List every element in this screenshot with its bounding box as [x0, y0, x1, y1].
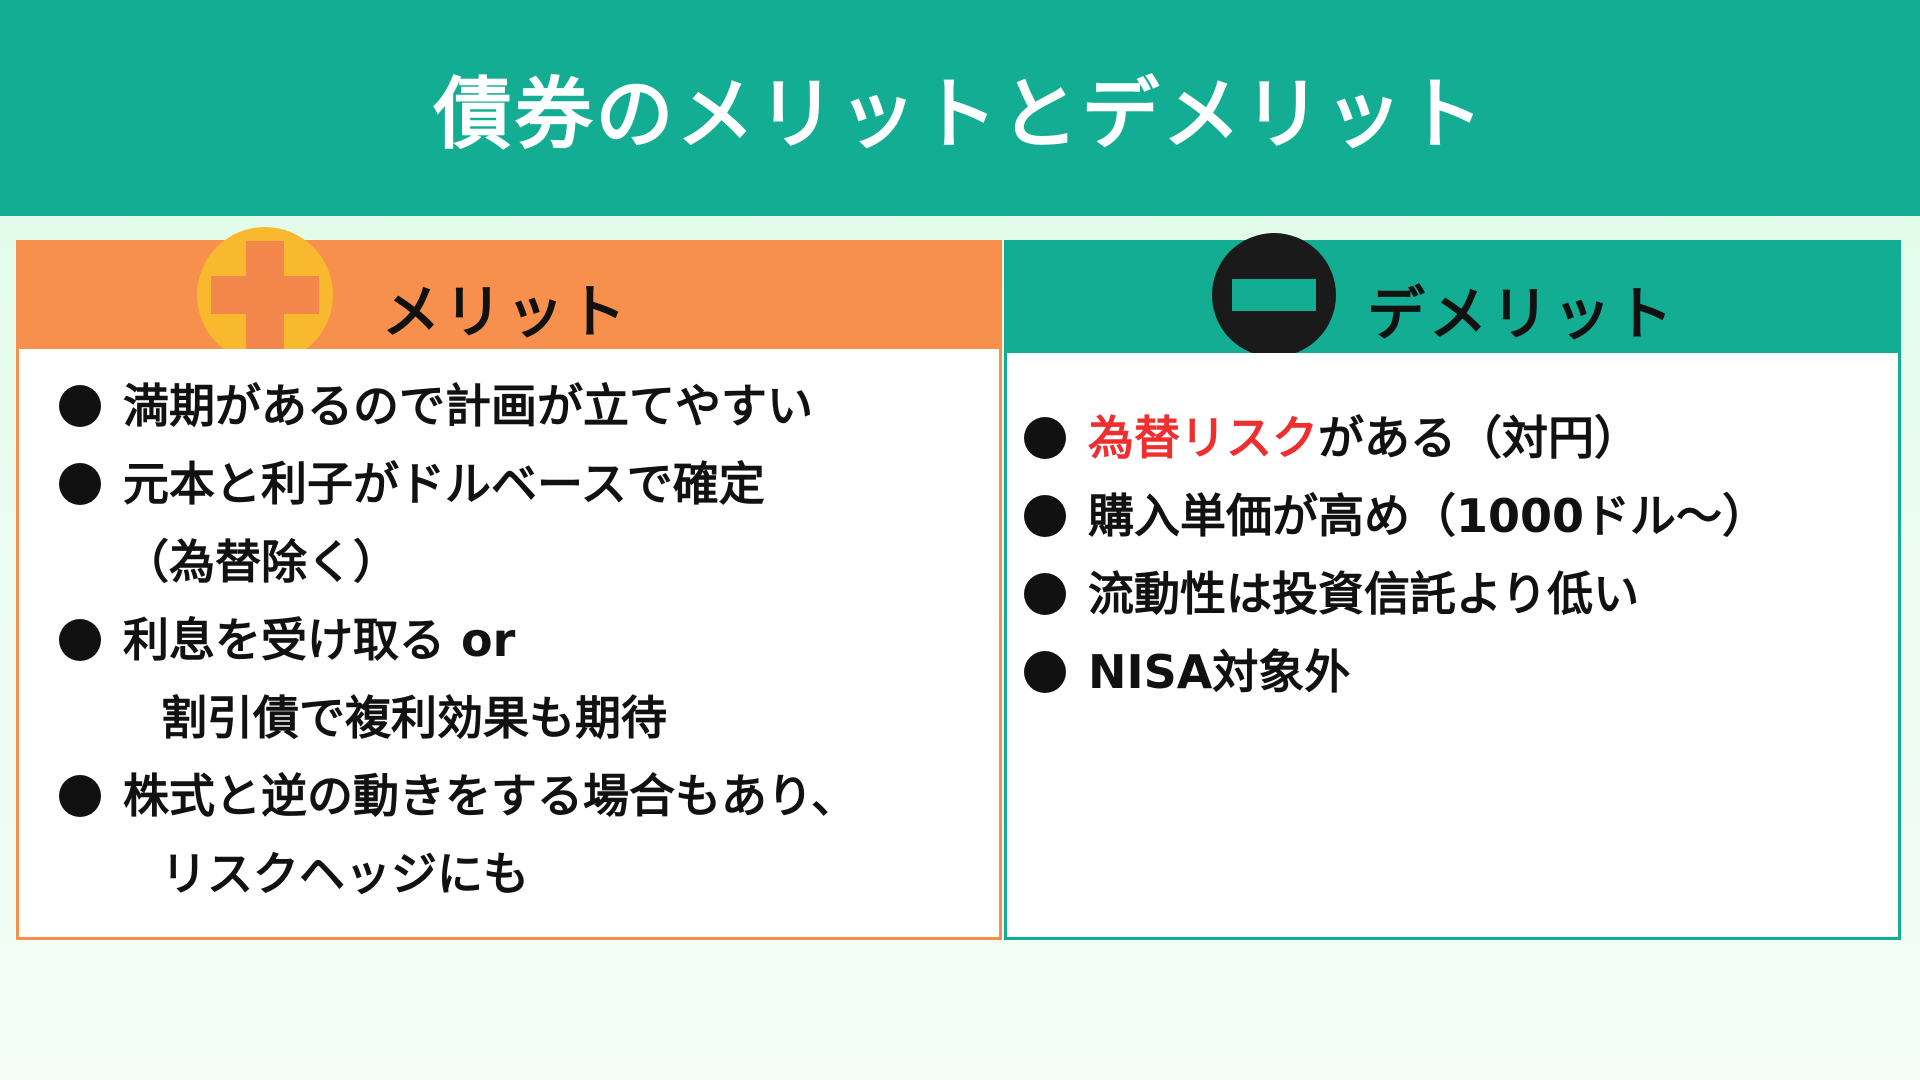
- demerit-list: 為替リスクがある（対円） 購入単価が高め（1000ドル〜） 流動性は投資信託より…: [1024, 399, 1768, 711]
- bullet-icon: [1024, 650, 1066, 693]
- demerit-item: 流動性は投資信託より低い: [1024, 555, 1768, 633]
- merit-panel: メリット 満期があるので計画が立てやすい 元本と利子がドルベースで確定 （為替除…: [16, 227, 1002, 940]
- demerit-header: デメリット: [1007, 233, 1898, 357]
- bullet-icon: [59, 618, 101, 661]
- title-banner: 債券のメリットとデメリット: [0, 0, 1920, 216]
- bullet-icon: [1024, 572, 1066, 615]
- merit-item-text: 元本と利子がドルベースで確定: [123, 457, 765, 511]
- page-title: 債券のメリットとデメリット: [433, 70, 1487, 160]
- merit-item: 株式と逆の動きをする場合もあり、 リスクヘッジにも: [59, 757, 857, 913]
- merit-item: 満期があるので計画が立てやすい: [59, 367, 857, 445]
- demerit-panel: デメリット 為替リスクがある（対円） 購入単価が高め（1000ドル〜） 流動性は…: [1004, 233, 1901, 940]
- plus-icon: [197, 227, 333, 363]
- bullet-icon: [1024, 416, 1066, 459]
- demerit-item-highlight: 為替リスク: [1088, 411, 1318, 465]
- merit-header: メリット: [19, 227, 999, 363]
- demerit-item-text: がある（対円）: [1318, 411, 1640, 465]
- bullet-icon: [59, 384, 101, 427]
- demerit-item: NISA対象外: [1024, 633, 1768, 711]
- demerit-body: 為替リスクがある（対円） 購入単価が高め（1000ドル〜） 流動性は投資信託より…: [1007, 353, 1898, 937]
- bullet-icon: [1024, 494, 1066, 537]
- demerit-item: 為替リスクがある（対円）: [1024, 399, 1768, 477]
- minus-icon: [1212, 233, 1336, 357]
- merit-body: 満期があるので計画が立てやすい 元本と利子がドルベースで確定 （為替除く） 利息…: [19, 349, 999, 937]
- demerit-item-text: NISA対象外: [1088, 645, 1351, 699]
- demerit-item-text: 購入単価が高め（1000ドル〜）: [1088, 489, 1769, 543]
- bullet-icon: [59, 462, 101, 505]
- merit-heading: メリット: [382, 278, 631, 346]
- merit-item: 利息を受け取る or 割引債で複利効果も期待: [59, 601, 857, 757]
- merit-item-text: 利息を受け取る or: [123, 613, 516, 667]
- merit-list: 満期があるので計画が立てやすい 元本と利子がドルベースで確定 （為替除く） 利息…: [59, 367, 857, 913]
- merit-item: 元本と利子がドルベースで確定 （為替除く）: [59, 445, 857, 601]
- bullet-icon: [59, 774, 101, 817]
- merit-item-text: 満期があるので計画が立てやすい: [123, 379, 813, 433]
- demerit-item-text: 流動性は投資信託より低い: [1088, 567, 1640, 621]
- merit-item-text: 株式と逆の動きをする場合もあり、: [123, 769, 858, 823]
- demerit-item: 購入単価が高め（1000ドル〜）: [1024, 477, 1768, 555]
- demerit-heading: デメリット: [1367, 280, 1678, 348]
- merit-item-continuation: （為替除く）: [123, 535, 399, 589]
- merit-item-continuation: リスクヘッジにも: [161, 847, 529, 901]
- merit-item-continuation: 割引債で複利効果も期待: [161, 691, 667, 745]
